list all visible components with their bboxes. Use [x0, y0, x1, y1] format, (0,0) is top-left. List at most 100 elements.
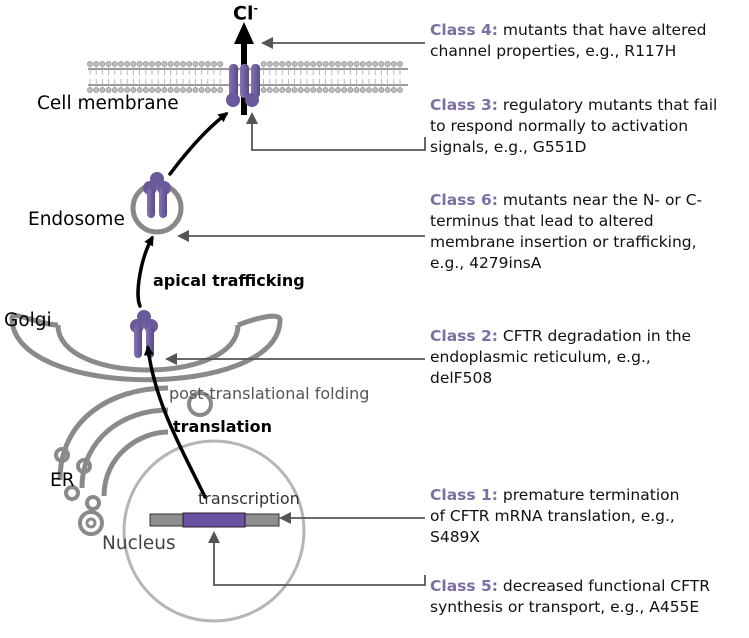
class-heading: Class 3: [430, 96, 498, 114]
lipid-head [285, 61, 292, 67]
lipid-head [204, 87, 211, 93]
lipid-head [372, 61, 379, 67]
lipid-head [273, 87, 279, 93]
ion-charge: - [253, 2, 259, 15]
golgi-cftr-protein [130, 310, 158, 358]
lipid-head [217, 87, 224, 93]
class3-pointer [246, 112, 426, 151]
lipid-head [192, 87, 199, 93]
lipid-head [124, 87, 131, 93]
class-text-line: signals, e.g., G551D [430, 138, 587, 156]
lipid-head [180, 61, 186, 67]
lipid-head [87, 87, 93, 93]
lipid-head [155, 61, 162, 67]
class-text-line: mutants near the N- or C- [497, 191, 703, 209]
lipid-head [297, 87, 304, 93]
lipid-head [341, 61, 348, 67]
class-text-line: mutants that have altered [497, 21, 707, 39]
lipid-head [105, 61, 112, 67]
lipid-head [266, 87, 273, 93]
lipid-head [118, 87, 124, 93]
lipid-head [99, 87, 106, 93]
lipid-head [366, 87, 372, 93]
lipid-head [161, 61, 168, 67]
lipid-head [291, 87, 298, 93]
nucleus [122, 439, 306, 623]
translation-label: translation [173, 417, 273, 436]
lipid-head [211, 87, 217, 93]
cftr-gene [149, 512, 280, 528]
lipid-head [260, 87, 267, 93]
membrane-cftr-protein [226, 64, 260, 107]
lipid-head [304, 87, 310, 93]
pathway-arrows [136, 112, 229, 499]
class-text-line: regulatory mutants that fail [497, 96, 718, 114]
class5-pointer [208, 531, 426, 586]
lipid-head [384, 61, 391, 67]
class-text-line: channel properties, e.g., R117H [430, 42, 677, 60]
lipid-head [186, 87, 193, 93]
class-text-line: terminus that lead to altered [430, 212, 654, 230]
lipid-head [130, 87, 137, 93]
lipid-head [186, 61, 193, 67]
lipid-head [390, 61, 397, 67]
class-text-line: synthesis or transport, e.g., A455E [430, 598, 700, 616]
class-text-line: e.g., 4279insA [430, 254, 542, 272]
lipid-head [155, 87, 162, 93]
transcription-label: transcription [198, 489, 300, 508]
lipid-head [167, 87, 174, 93]
class-6-description: Class 6: mutants near the N- or C- termi… [430, 190, 745, 274]
lipid-head [384, 87, 391, 93]
lipid-head [149, 61, 155, 67]
class-text-line: membrane insertion or trafficking, [430, 233, 697, 251]
lipid-head [335, 61, 341, 67]
cell-membrane-label: Cell membrane [37, 93, 179, 114]
lipid-head [304, 61, 310, 67]
golgi-apparatus [9, 313, 283, 417]
lipid-head [322, 87, 329, 93]
lipid-head [149, 87, 155, 93]
lipid-head [316, 87, 323, 93]
lipid-head [279, 87, 286, 93]
lipid-head [322, 61, 329, 67]
apical-trafficking-label: apical trafficking [153, 271, 305, 290]
lipid-head [111, 87, 118, 93]
lipid-head [347, 87, 354, 93]
lipid-head [192, 61, 199, 67]
lipid-head [279, 61, 286, 67]
lipid-head [173, 87, 180, 93]
lipid-head [273, 61, 279, 67]
lipid-head [310, 61, 317, 67]
class-heading: Class 1: [430, 486, 498, 504]
lipid-head [353, 61, 360, 67]
class-heading: Class 5: [430, 577, 498, 595]
lipid-head [87, 61, 93, 67]
lipid-head [359, 61, 366, 67]
lipid-head [136, 87, 143, 93]
lipid-head [328, 87, 335, 93]
lipid-head [266, 61, 273, 67]
lipid-head [198, 61, 205, 67]
lipid-head [390, 87, 397, 93]
lipid-head [173, 61, 180, 67]
endosome-label: Endosome [28, 209, 125, 230]
lipid-head [310, 87, 317, 93]
lipid-head [93, 87, 100, 93]
class-1-description: Class 1: premature termination of CFTR m… [430, 485, 745, 548]
nucleus-label: Nucleus [102, 533, 176, 554]
class-text-line: endoplasmic reticulum, e.g., [430, 348, 651, 366]
class-2-description: Class 2: CFTR degradation in the endopla… [430, 326, 745, 389]
er-label: ER [50, 470, 75, 491]
lipid-head [142, 87, 149, 93]
class-5-description: Class 5: decreased functional CFTR synth… [430, 576, 745, 618]
lipid-head [211, 61, 217, 67]
lipid-head [359, 87, 366, 93]
class-text-line: CFTR degradation in the [497, 327, 692, 345]
golgi-label: Golgi [4, 310, 52, 331]
lipid-head [372, 87, 379, 93]
lipid-head [161, 87, 168, 93]
class-heading: Class 4: [430, 21, 498, 39]
lipid-head [378, 61, 385, 67]
class-text-line: decreased functional CFTR [497, 577, 711, 595]
